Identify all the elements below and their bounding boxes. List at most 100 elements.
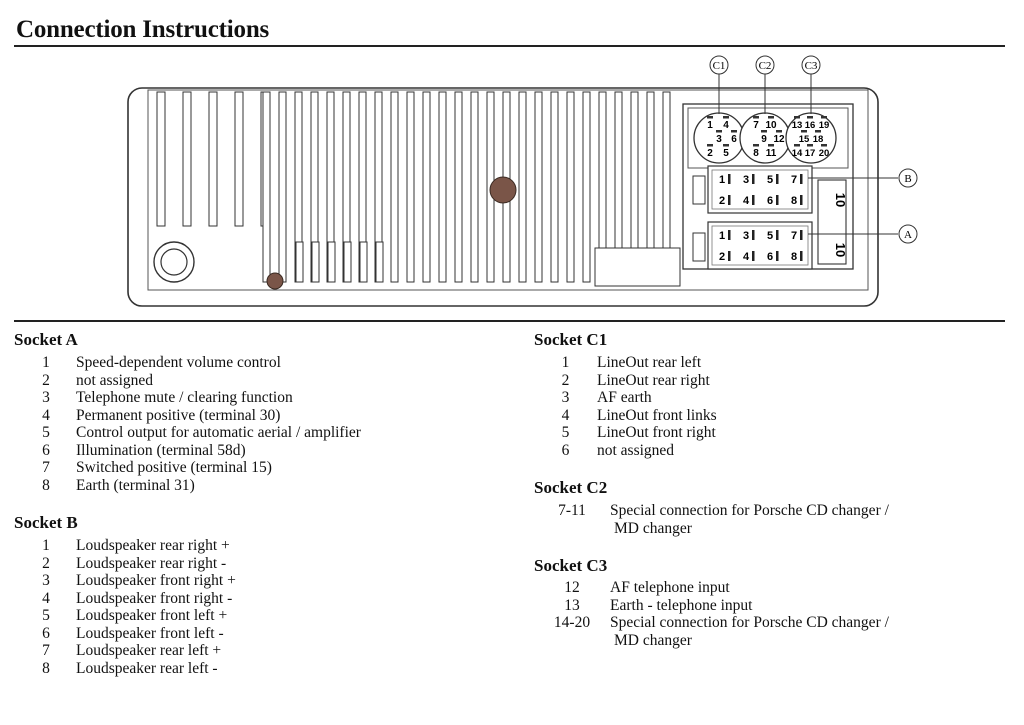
item-number: 5 (42, 607, 50, 624)
heatsink-fin-lower (295, 241, 304, 283)
heatsink-fin-lower (375, 241, 384, 283)
pin-label: 20 (819, 148, 830, 159)
item-number: 2 (42, 554, 50, 572)
callout-c2 (755, 55, 775, 75)
heatsink-fin (550, 91, 559, 283)
item-description: LineOut rear right (597, 371, 710, 389)
pin-label: 7 (791, 174, 797, 186)
item-number: 5 (42, 424, 50, 441)
side-label-a: 10 (833, 243, 848, 257)
pin-contact (776, 230, 779, 240)
socket-a-block (707, 221, 813, 270)
heatsink-fin (566, 91, 575, 283)
socket-c1-heading: Socket C1 (534, 330, 608, 349)
heatsink-fin (234, 91, 244, 227)
pin-label: 6 (731, 134, 737, 145)
item-description: Loudspeaker front right - (76, 589, 233, 607)
pin-label: 4 (743, 251, 750, 263)
callout-a (898, 224, 918, 244)
clip-left-a (692, 232, 706, 262)
pin-label: 13 (792, 120, 803, 131)
pin-contact (807, 144, 813, 147)
item-number: 7-11 (558, 502, 586, 519)
heatsink-fin (470, 91, 479, 283)
pin-label: 10 (765, 120, 777, 131)
item-number: 3 (42, 572, 50, 589)
pin-contact (776, 174, 779, 184)
pin-label: 7 (791, 230, 797, 242)
item-description: AF earth (597, 389, 652, 406)
pin-label: 12 (773, 134, 785, 145)
pin-label: 6 (767, 195, 773, 207)
item-number: 5 (561, 424, 570, 441)
side-latch (817, 179, 847, 265)
item-number: 2 (561, 371, 570, 389)
pin-label: 15 (799, 134, 810, 145)
pin-contact (731, 130, 737, 133)
pin-label: 7 (753, 120, 759, 131)
item-number: 8 (42, 659, 50, 677)
socket-a-heading: Socket A (14, 330, 78, 349)
pin-label: 4 (723, 120, 729, 131)
heatsink-fin (582, 91, 591, 283)
item-description: not assigned (597, 441, 675, 459)
heatsink-fin (208, 91, 218, 227)
pin-label: 6 (767, 251, 773, 263)
socket-b-heading: Socket B (14, 513, 78, 532)
heatsink-fin (614, 91, 623, 249)
item-description: Loudspeaker front left - (76, 624, 224, 642)
heatsink-fin (454, 91, 463, 283)
item-description: Permanent positive (terminal 30) (76, 406, 281, 424)
list-item: 7-11 Special connection for Porsche CD ch… (534, 502, 889, 520)
heatsink-fin (182, 91, 192, 227)
callout-c1 (709, 55, 729, 75)
pin-contact (800, 174, 803, 184)
item-description: Illumination (terminal 58d) (76, 441, 246, 459)
pin-contact (723, 144, 729, 147)
pin-label: 1 (707, 120, 713, 131)
page-title: Connection Instructions (16, 16, 270, 43)
callout-c3-label: C3 (805, 60, 818, 72)
heatsink-fin (422, 91, 431, 283)
pin-label: 4 (743, 195, 750, 207)
callout-c1-label: C1 (713, 60, 726, 72)
pin-contact (723, 116, 729, 119)
item-description: Earth (terminal 31) (76, 476, 195, 494)
heatsink-fin (534, 91, 543, 283)
heatsink-fin (390, 91, 399, 283)
heatsink-fin (662, 91, 671, 249)
item-description: Loudspeaker rear right - (76, 554, 227, 572)
pin-label: 2 (719, 251, 725, 263)
item-description: Loudspeaker front left + (76, 607, 228, 624)
pin-contact (752, 195, 755, 205)
heatsink-fin (646, 91, 655, 249)
item-number: 12 (564, 579, 580, 596)
pin-contact (753, 116, 759, 119)
pin-contact (821, 116, 827, 119)
heatsink-fin-lower (359, 241, 368, 283)
socket-b-block (707, 165, 813, 214)
item-description-cont: MD changer (614, 519, 692, 537)
socket-c2-list: 7-11 Special connection for Porsche CD ch… (534, 502, 889, 537)
pin-contact (776, 130, 782, 133)
item-number: 14-20 (553, 614, 591, 631)
callout-b (898, 168, 918, 188)
pin-label: 1 (719, 174, 725, 186)
heatsink-fin (156, 91, 166, 227)
item-description: Special connection for Porsche CD change… (610, 502, 889, 519)
pin-label: 3 (716, 134, 722, 145)
pin-label: 2 (707, 148, 713, 159)
pin-contact (728, 174, 731, 184)
item-number: 8 (42, 476, 50, 494)
heatsink-fin (262, 91, 271, 283)
pin-contact (815, 130, 821, 133)
